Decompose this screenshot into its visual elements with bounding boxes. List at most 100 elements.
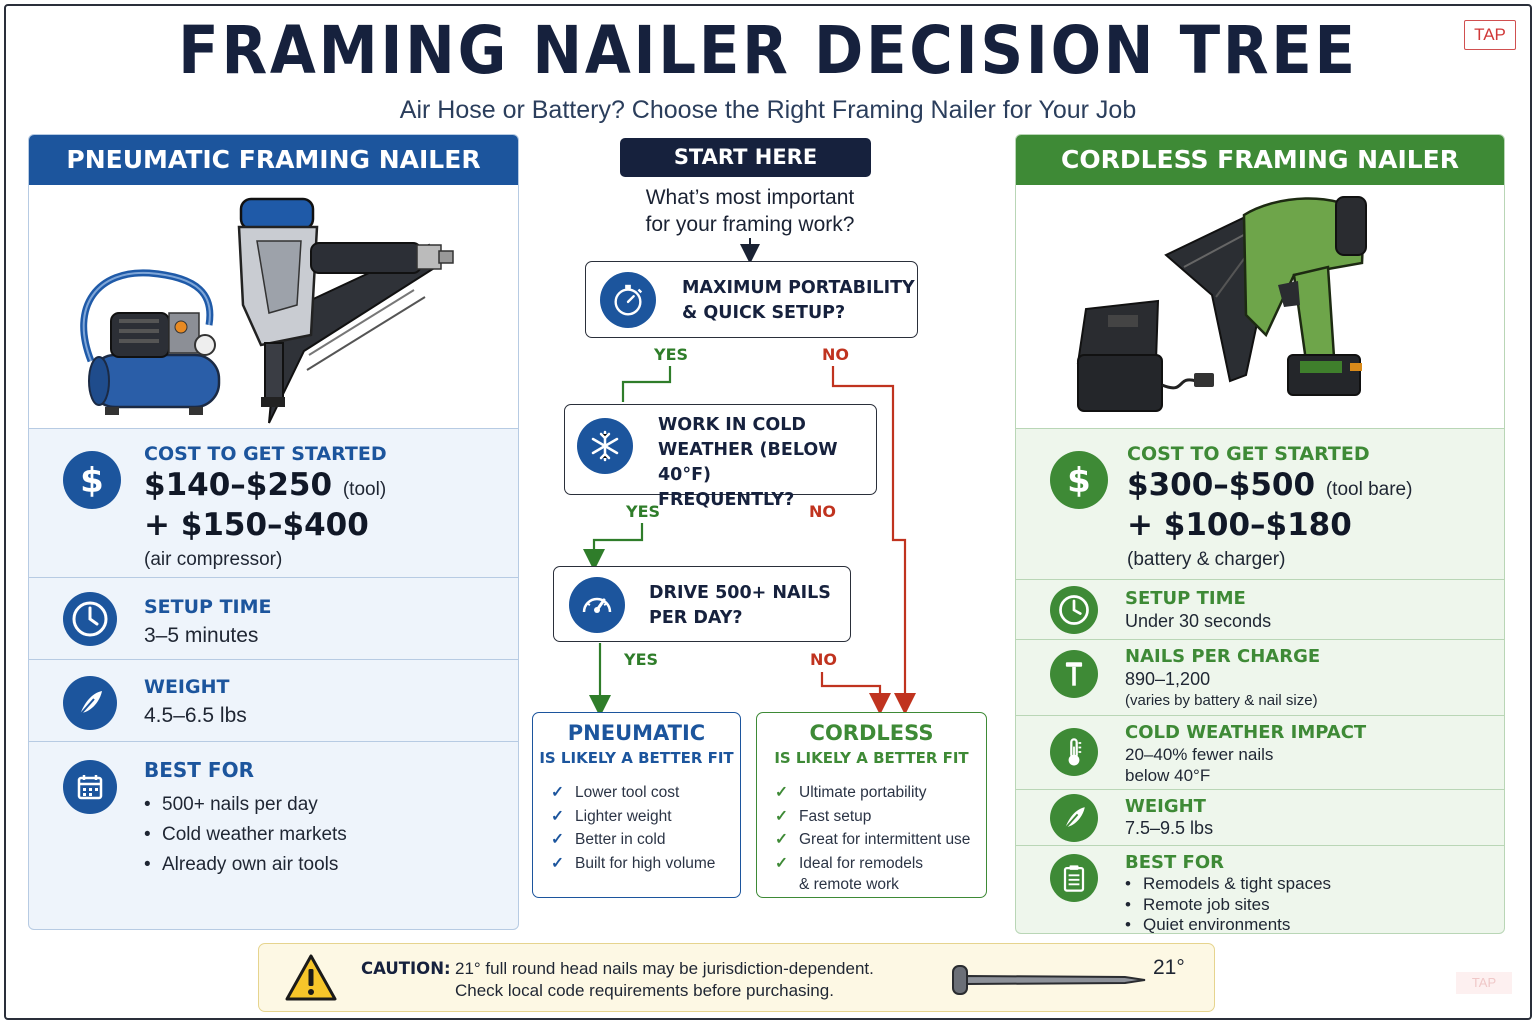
snowflake-icon xyxy=(577,418,633,474)
question-volume-text: DRIVE 500+ NAILS PER DAY? xyxy=(649,581,831,631)
pneumatic-nailer-compressor-image xyxy=(80,197,454,424)
dollar-icon: $ xyxy=(63,451,121,509)
question-portability-line2: & QUICK SETUP? xyxy=(682,303,846,323)
cordless-nails-note: (varies by battery & nail size) xyxy=(1125,692,1318,709)
cordless-panel: CORDLESS FRAMING NAILER $ xyxy=(1015,134,1505,934)
pneumatic-setup-label: SETUP TIME xyxy=(144,596,272,618)
cordless-cost-label: COST TO GET STARTED xyxy=(1127,443,1370,465)
list-item-continuation: & remote work xyxy=(799,876,899,893)
result-cordless: CORDLESS IS LIKELY A BETTER FIT Ultimate… xyxy=(756,712,987,898)
cordless-weight-label: WEIGHT xyxy=(1125,796,1206,817)
q3-no-label: NO xyxy=(810,650,837,669)
question-portability: MAXIMUM PORTABILITY & QUICK SETUP? xyxy=(585,261,918,338)
list-item: 500+ nails per day xyxy=(144,790,347,820)
question-cold-weather: WORK IN COLD WEATHER (BELOW 40°F) FREQUE… xyxy=(564,404,877,510)
svg-text:$: $ xyxy=(1067,461,1091,500)
result-cordless-title: CORDLESS xyxy=(809,721,934,745)
cordless-tool-note: (tool bare) xyxy=(1325,479,1413,500)
start-here-badge: START HERE xyxy=(620,138,871,177)
intro-question: What’s most important for your framing w… xyxy=(600,184,900,238)
cordless-weight-row: WEIGHT 7.5–9.5 lbs xyxy=(1016,789,1504,845)
calendar-icon xyxy=(63,760,117,814)
pneumatic-panel-title: PNEUMATIC FRAMING NAILER xyxy=(29,135,518,185)
cordless-cost-row: $ COST TO GET STARTED $300–$500 (tool ba… xyxy=(1016,431,1504,579)
page-frame xyxy=(4,4,1532,1020)
clipboard-icon xyxy=(1050,854,1098,902)
cordless-weight-value: 7.5–9.5 lbs xyxy=(1125,818,1214,838)
cordless-setup-value: Under 30 seconds xyxy=(1125,611,1272,631)
pneumatic-weight-value: 4.5–6.5 lbs xyxy=(144,704,247,727)
result-pneumatic-subtitle: IS LIKELY A BETTER FIT xyxy=(539,749,734,767)
nail-icon xyxy=(1050,650,1098,698)
list-item: Remote job sites xyxy=(1125,895,1331,916)
list-item: Quiet environments xyxy=(1125,915,1331,933)
pneumatic-bestfor-row: BEST FOR 500+ nails per day Cold weather… xyxy=(29,741,518,929)
cordless-bestfor-row: BEST FOR Remodels & tight spaces Remote … xyxy=(1016,845,1504,933)
result-pneumatic: PNEUMATIC IS LIKELY A BETTER FIT Lower t… xyxy=(532,712,741,898)
q2-yes-label: YES xyxy=(626,502,661,521)
list-item: Lighter weight xyxy=(551,805,715,829)
question-portability-text: MAXIMUM PORTABILITY & QUICK SETUP? xyxy=(682,276,915,326)
caution-text: 21° full round head nails may be jurisdi… xyxy=(455,958,874,1002)
nail-illustration xyxy=(952,965,1146,995)
tap-button[interactable]: TAP xyxy=(1464,20,1516,50)
pneumatic-tool-price: $140–$250 (tool) xyxy=(144,467,387,503)
speedometer-icon xyxy=(569,577,625,633)
q1-no-label: NO xyxy=(822,345,849,364)
cordless-nailer-battery-image xyxy=(1076,196,1367,412)
question-cold-weather-text: WORK IN COLD WEATHER (BELOW 40°F) FREQUE… xyxy=(658,413,876,513)
caution-banner: CAUTION: 21° full round head nails may b… xyxy=(258,943,1215,1012)
question-portability-line1: MAXIMUM PORTABILITY xyxy=(682,278,915,298)
pneumatic-tool-note: (tool) xyxy=(342,479,387,500)
caution-label: CAUTION: xyxy=(361,959,451,978)
svg-text:$: $ xyxy=(80,461,104,500)
dollar-icon: $ xyxy=(1050,451,1108,509)
q3-yes-label: YES xyxy=(624,650,659,669)
cordless-cold-label: COLD WEATHER IMPACT xyxy=(1125,722,1367,743)
caution-angle: 21° xyxy=(1153,956,1185,979)
question-volume-line1: DRIVE 500+ NAILS xyxy=(649,583,831,603)
result-pneumatic-list: Lower tool cost Lighter weight Better in… xyxy=(551,781,715,875)
thermometer-icon xyxy=(1050,728,1098,776)
pneumatic-setup-value: 3–5 minutes xyxy=(144,624,259,647)
pneumatic-bestfor-label: BEST FOR xyxy=(144,758,254,782)
stopwatch-icon xyxy=(600,272,656,328)
question-volume-line2: PER DAY? xyxy=(649,608,743,628)
pneumatic-weight-label: WEIGHT xyxy=(144,676,230,698)
list-item: Lower tool cost xyxy=(551,781,715,805)
result-pneumatic-title: PNEUMATIC xyxy=(567,721,706,745)
question-cold-line2: WEATHER (BELOW 40°F) xyxy=(658,440,838,485)
pneumatic-panel: PNEUMATIC FRAMING NAILER xyxy=(28,134,519,930)
tap-watermark: TAP xyxy=(1456,972,1512,994)
question-volume: DRIVE 500+ NAILS PER DAY? xyxy=(553,566,851,642)
clock-icon xyxy=(1050,586,1098,634)
cordless-setup-label: SETUP TIME xyxy=(1125,588,1246,609)
caution-line1: 21° full round head nails may be jurisdi… xyxy=(455,959,874,978)
q1-yes-label: YES xyxy=(654,345,689,364)
cordless-battery-note: (battery & charger) xyxy=(1127,549,1286,570)
warning-icon xyxy=(285,954,337,1001)
cordless-nails-label: NAILS PER CHARGE xyxy=(1125,646,1321,667)
pneumatic-cost-row: $ COST TO GET STARTED $140–$250 (tool) +… xyxy=(29,431,518,577)
pneumatic-setup-row: SETUP TIME 3–5 minutes xyxy=(29,577,518,659)
list-item: Great for intermittent use xyxy=(775,828,970,852)
cordless-tool-price: $300–$500 (tool bare) xyxy=(1127,467,1413,503)
cordless-cold-value-line1: 20–40% fewer nails xyxy=(1125,745,1274,764)
pneumatic-illustration xyxy=(29,185,518,429)
pneumatic-cost-label: COST TO GET STARTED xyxy=(144,443,387,465)
intro-question-line1: What’s most important xyxy=(645,186,855,209)
q2-no-label: NO xyxy=(809,502,836,521)
list-item: Already own air tools xyxy=(144,850,347,880)
cordless-illustration xyxy=(1016,185,1504,429)
question-cold-line3: FREQUENTLY? xyxy=(658,490,795,510)
cordless-nails-row: NAILS PER CHARGE 890–1,200 (varies by ba… xyxy=(1016,639,1504,715)
cordless-cold-value-line2: below 40°F xyxy=(1125,766,1211,785)
clock-icon xyxy=(63,592,117,646)
caution-line2: Check local code requirements before pur… xyxy=(455,981,834,1000)
result-cordless-subtitle: IS LIKELY A BETTER FIT xyxy=(774,749,969,767)
pneumatic-compressor-note: (air compressor) xyxy=(144,549,283,570)
pneumatic-compressor-price: + $150–$400 xyxy=(144,507,369,543)
question-cold-line1: WORK IN COLD xyxy=(658,415,806,435)
page-subtitle: Air Hose or Battery? Choose the Right Fr… xyxy=(399,96,1137,124)
page-title: FRAMING NAILER DECISION TREE xyxy=(178,12,1358,89)
